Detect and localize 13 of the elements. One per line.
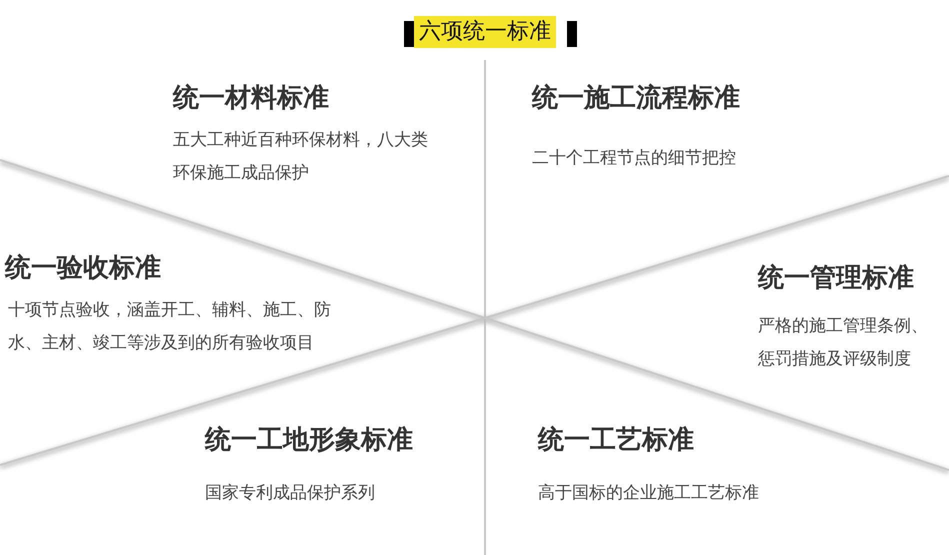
description: 严格的施工管理条例、惩罚措施及评级制度: [758, 315, 929, 371]
description: 五大工种近百种环保材料，八大类环保施工成品保护: [173, 129, 429, 185]
heading: 统一工艺标准: [538, 424, 694, 456]
description: 高于国标的企业施工工艺标准: [538, 482, 760, 505]
heading: 统一管理标准: [758, 262, 914, 294]
description: 国家专利成品保护系列: [205, 482, 376, 505]
description: 十项节点验收，涵盖开工、辅料、施工、防水、主材、竣工等涉及到的所有验收项目: [8, 299, 332, 355]
title: 六项统一标准: [414, 16, 556, 48]
heading: 统一验收标准: [5, 252, 161, 284]
description: 二十个工程节点的细节把控: [532, 147, 737, 170]
heading: 统一材料标准: [173, 82, 329, 114]
heading: 统一工地形象标准: [205, 424, 413, 456]
heading: 统一施工流程标准: [532, 82, 740, 114]
